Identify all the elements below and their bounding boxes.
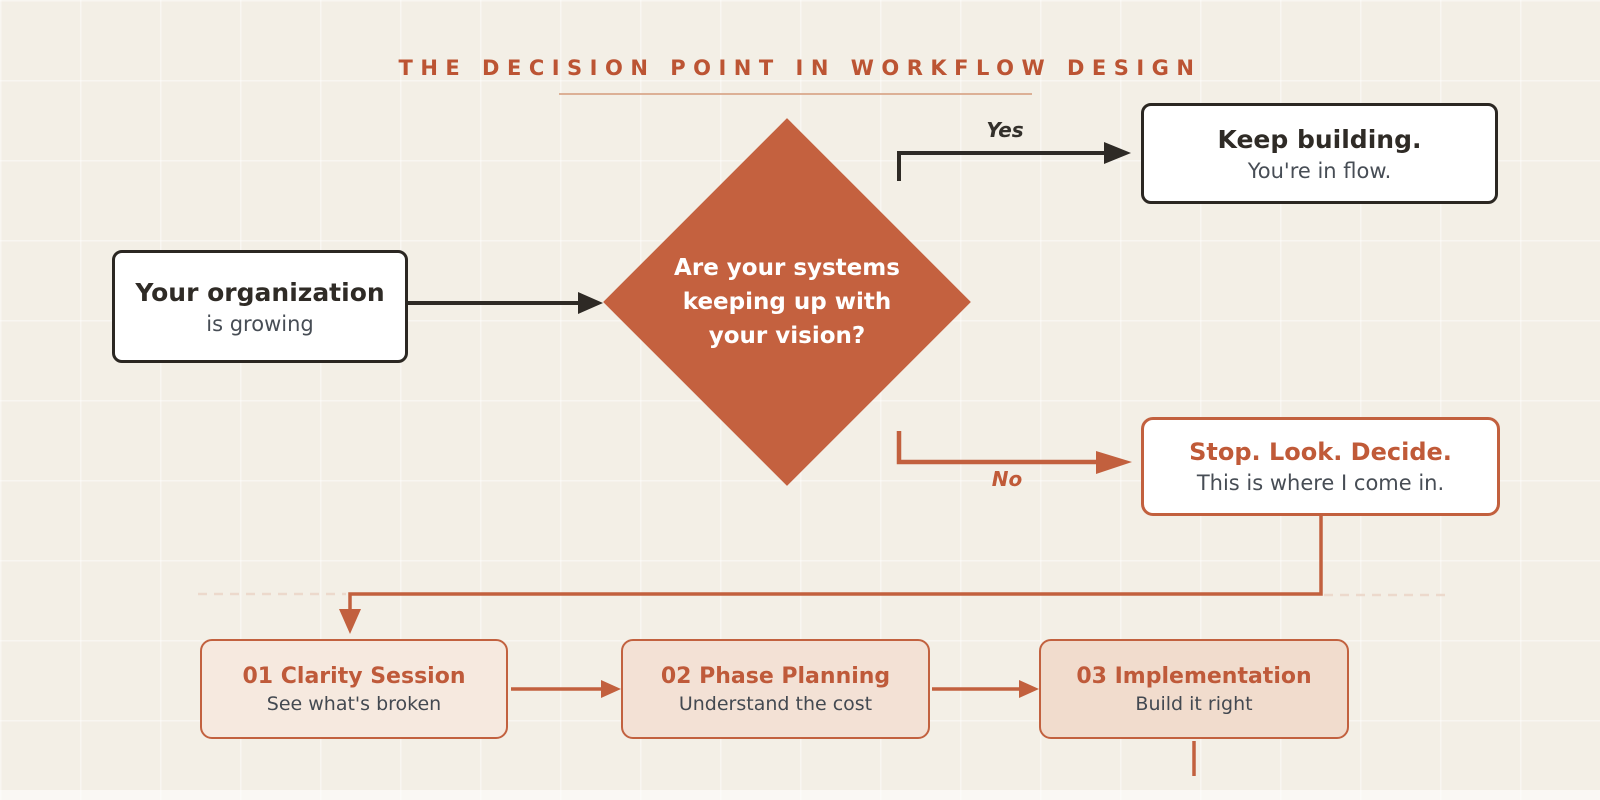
stop-to-phases-connector xyxy=(339,516,1323,634)
start-to-decision-arrow xyxy=(406,292,603,314)
node-stop-look-decide: Stop. Look. Decide. This is where I come… xyxy=(1141,417,1500,516)
decision-line-1: Are your systems xyxy=(674,255,900,281)
phase1-to-phase2-arrow xyxy=(511,680,621,698)
phase-card-implementation: 03 Implementation Build it right xyxy=(1039,639,1349,739)
decision-question: Are your systems keeping up with your vi… xyxy=(637,251,937,353)
phase-subtitle: See what's broken xyxy=(266,692,442,715)
phase-card-phase-planning: 02 Phase Planning Understand the cost xyxy=(621,639,930,739)
phase2-to-phase3-arrow xyxy=(932,680,1039,698)
stop-node-title: Stop. Look. Decide. xyxy=(1189,438,1452,466)
phase-title: 03 Implementation xyxy=(1076,663,1312,689)
title-underline xyxy=(559,93,1032,95)
phase-title: 01 Clarity Session xyxy=(242,663,466,689)
keep-node-subtitle: You're in flow. xyxy=(1247,158,1392,183)
node-keep-building: Keep building. You're in flow. xyxy=(1141,103,1498,204)
start-node-title: Your organization xyxy=(135,277,385,307)
yes-connector-arrow xyxy=(897,142,1131,181)
yes-label: Yes xyxy=(986,118,1024,142)
decision-line-2: keeping up with xyxy=(682,289,892,315)
phase-title: 02 Phase Planning xyxy=(660,663,891,689)
phase-card-clarity-session: 01 Clarity Session See what's broken xyxy=(200,639,508,739)
bottom-edge-strip xyxy=(0,790,1600,800)
start-node-subtitle: is growing xyxy=(206,311,314,336)
phase-subtitle: Build it right xyxy=(1135,692,1253,715)
no-label: No xyxy=(991,467,1023,491)
stop-node-subtitle: This is where I come in. xyxy=(1196,471,1445,495)
phase-subtitle: Understand the cost xyxy=(678,692,873,715)
keep-node-title: Keep building. xyxy=(1217,124,1422,154)
diagram-title: THE DECISION POINT IN WORKFLOW DESIGN xyxy=(398,56,1202,80)
decision-line-3: your vision? xyxy=(708,323,866,349)
node-your-organization: Your organization is growing xyxy=(112,250,408,363)
